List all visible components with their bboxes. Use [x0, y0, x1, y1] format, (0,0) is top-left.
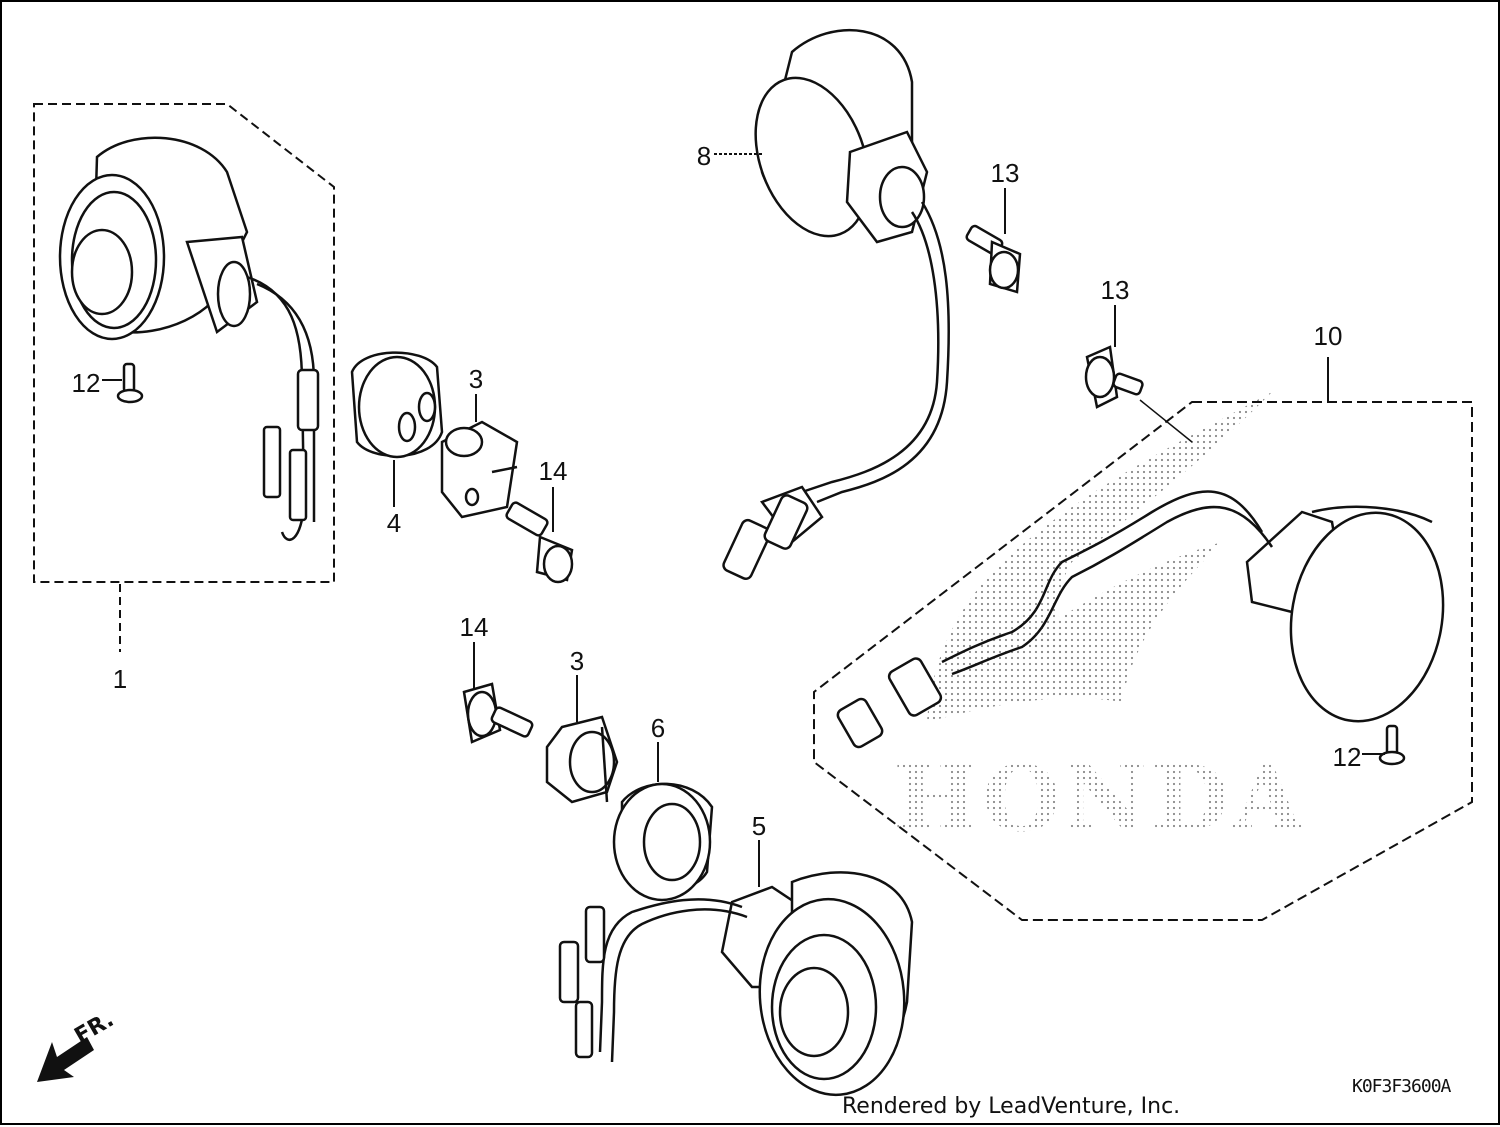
front-direction-arrow-icon: FR.	[37, 1007, 118, 1082]
honda-watermark-text: HONDA	[893, 746, 1307, 852]
winker-assembly-part-10	[836, 490, 1445, 749]
label-part-12-left: 12	[72, 368, 101, 398]
render-credit: Rendered by LeadVenture, Inc.	[842, 1094, 1181, 1119]
label-part-10: 10	[1314, 321, 1343, 351]
label-part-4: 4	[387, 508, 401, 538]
label-part-13-upper: 13	[991, 158, 1020, 188]
screw-part-12-right	[1378, 724, 1406, 766]
grommet-part-6	[612, 782, 714, 902]
honda-wing-watermark	[927, 392, 1272, 722]
bolt-part-14-lower	[462, 682, 534, 744]
winker-part-5	[558, 871, 914, 1097]
label-part-3-upper: 3	[469, 364, 483, 394]
label-part-12-right: 12	[1333, 742, 1362, 772]
stay-part-3-upper	[440, 420, 519, 519]
label-part-3-lower: 3	[570, 646, 584, 676]
label-part-14-upper: 14	[539, 456, 568, 486]
front-direction-label: FR.	[71, 1007, 119, 1049]
label-part-8: 8	[697, 141, 711, 171]
leader-part-13-right-to-assembly	[1139, 399, 1193, 443]
assembly-1-outline	[33, 103, 335, 583]
winker-assembly-part-1	[58, 136, 320, 541]
rubber-grommet-part-4	[350, 351, 444, 459]
screw-part-12-left	[116, 362, 144, 404]
winker-part-8	[722, 28, 950, 580]
label-part-5: 5	[752, 811, 766, 841]
bolt-part-13-upper	[965, 224, 1022, 294]
label-part-6: 6	[651, 713, 665, 743]
assembly-10-outline	[813, 401, 1473, 921]
label-part-1: 1	[113, 664, 127, 694]
stay-part-3-lower	[545, 715, 619, 804]
label-part-14-lower: 14	[460, 612, 489, 642]
diagram-code: K0F3F3600A	[1352, 1076, 1451, 1097]
label-part-13-right: 13	[1101, 275, 1130, 305]
bolt-part-14-upper	[505, 501, 574, 584]
bolt-part-13-right	[1084, 345, 1144, 409]
